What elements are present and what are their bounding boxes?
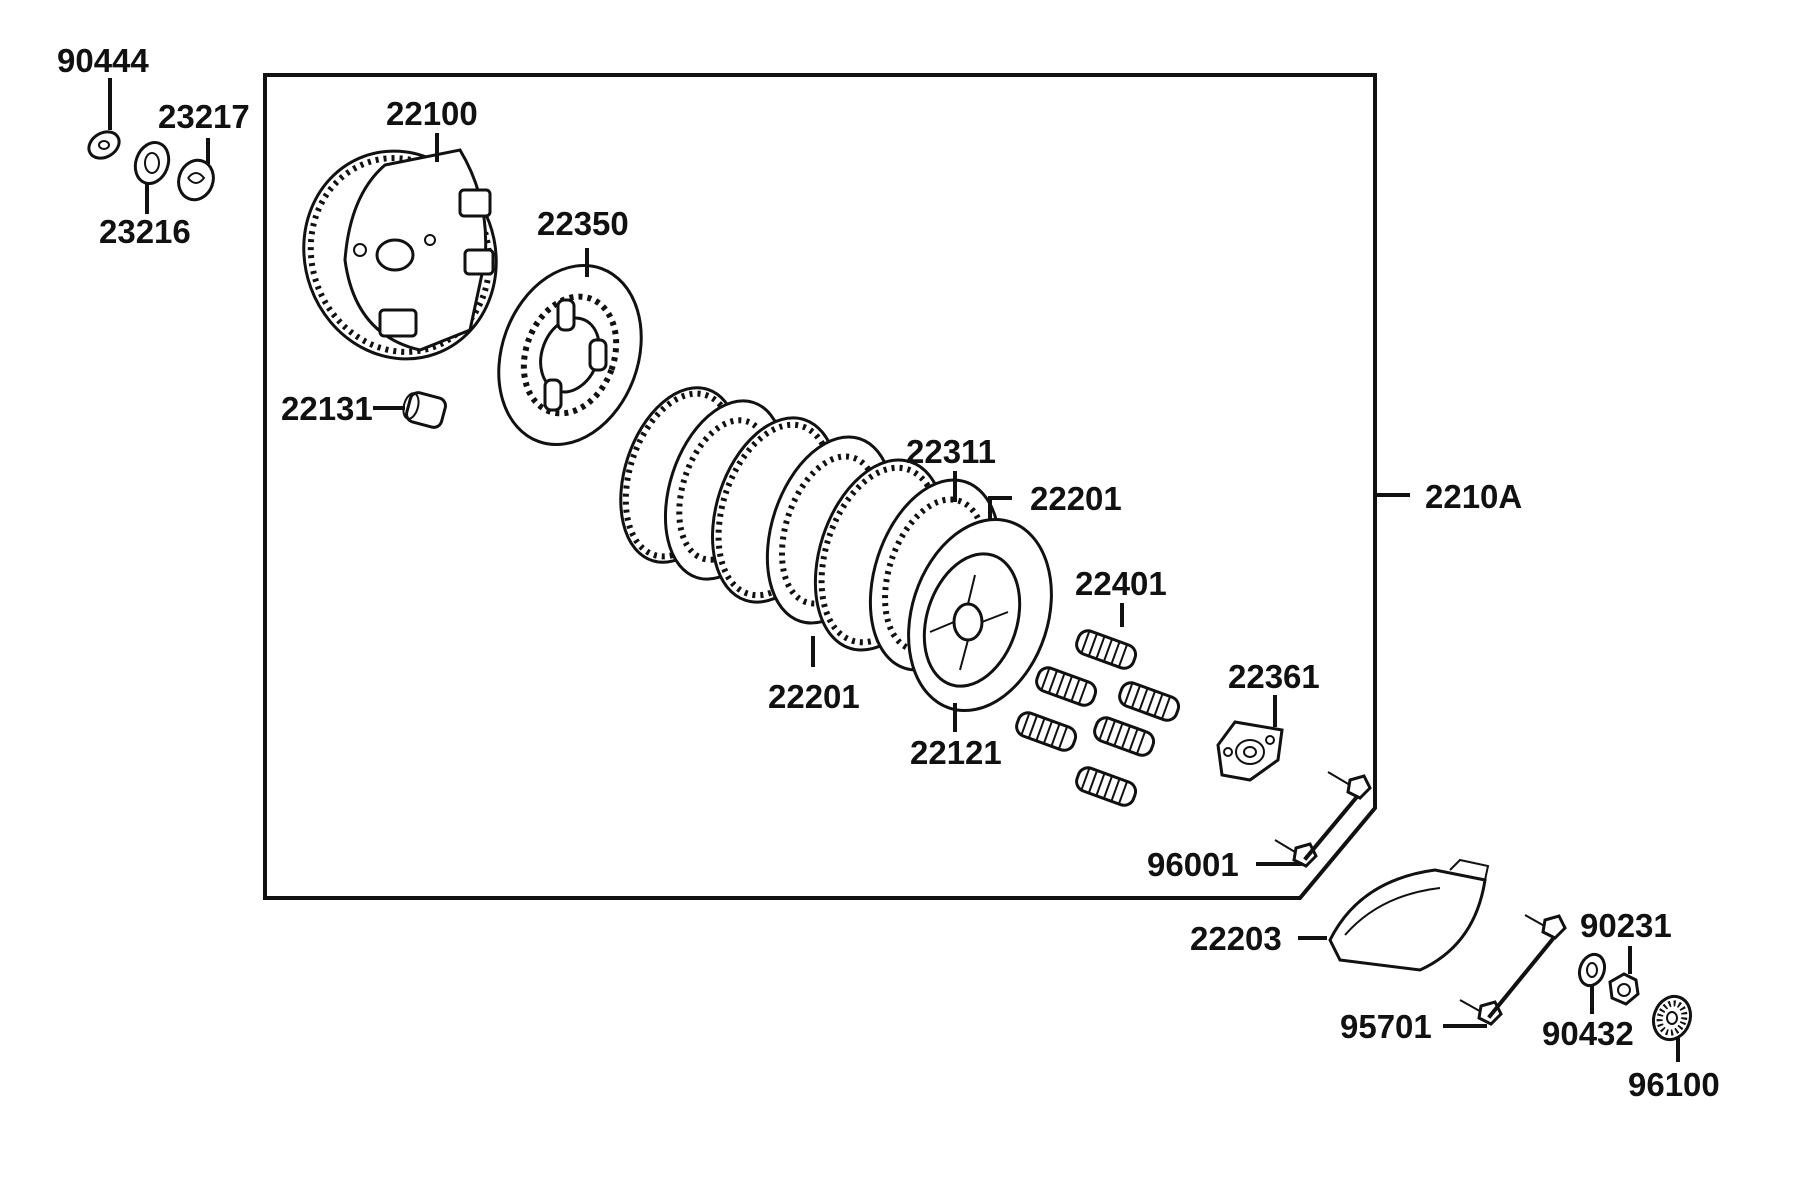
callout-22311: 22311 (906, 433, 996, 470)
callout-22201-top: 22201 (1030, 480, 1122, 517)
callout-22201-bottom: 22201 (768, 678, 860, 715)
bolt-icon (1459, 914, 1567, 1026)
nut-icon (1608, 972, 1640, 1006)
callout-23216: 23216 (99, 213, 191, 250)
callout-90231: 90231 (1580, 907, 1672, 944)
callout-23217: 23217 (158, 98, 250, 135)
callout-95701: 95701 (1340, 1008, 1432, 1045)
bearing-icon (1651, 994, 1693, 1042)
callout-96100: 96100 (1628, 1066, 1720, 1103)
collar-icon (402, 391, 447, 429)
callout-22100: 22100 (386, 95, 478, 132)
callout-22361: 22361 (1228, 658, 1320, 695)
assembly-frame (263, 73, 1377, 900)
callout-22350: 22350 (537, 205, 629, 242)
washer-icon (87, 130, 121, 160)
lifter-plate-icon (1216, 720, 1284, 782)
washer-icon (177, 158, 215, 202)
callout-90444: 90444 (57, 42, 149, 79)
clutch-outer-housing-icon (302, 148, 498, 361)
callout-22401: 22401 (1075, 565, 1167, 602)
callout-90432: 90432 (1542, 1015, 1634, 1052)
callout-96001: 96001 (1147, 846, 1239, 883)
callout-22131: 22131 (281, 390, 373, 427)
callout-2210A: 2210A (1425, 478, 1522, 515)
callout-22121: 22121 (910, 734, 1002, 771)
washer-icon (133, 141, 171, 185)
washer-icon (1577, 952, 1607, 988)
clutch-center-icon (907, 517, 1053, 713)
bolt-icon (1274, 771, 1372, 868)
pressure-plate-icon (497, 263, 643, 447)
callout-22203: 22203 (1190, 920, 1282, 957)
cover-icon (1328, 858, 1490, 972)
clutch-spring-icon (1015, 629, 1181, 807)
